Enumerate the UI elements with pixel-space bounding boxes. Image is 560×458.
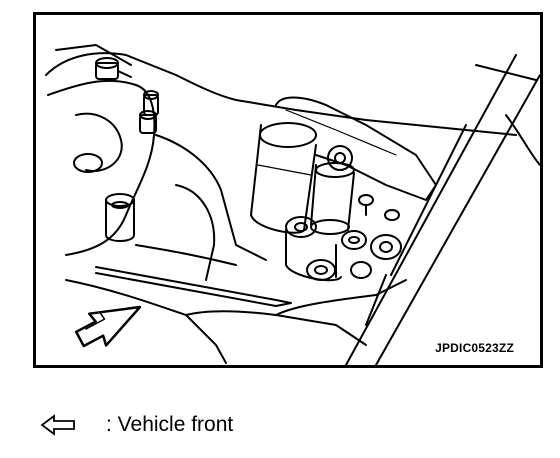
vehicle-front-arrow-icon [74,305,142,348]
actuator-arm [275,96,437,201]
figure-code: JPDIC0523ZZ [435,341,514,355]
legend: : Vehicle front [40,410,233,440]
block-recess [75,112,123,172]
stud-bolts [139,90,159,134]
housing-edge [55,44,132,66]
illustration-frame: JPDIC0523ZZ [33,12,543,368]
small-bolts [358,194,400,221]
upper-bolt [95,57,132,80]
secondary-cylinder [310,162,355,235]
bracket-lower [135,244,237,266]
lower-rib-2 [275,279,407,316]
frame-rails [345,54,540,365]
engine-line-drawing [45,44,540,365]
bracket-edge [155,134,267,261]
mount-bolt [105,193,135,242]
fittings-cluster [285,216,402,282]
block-port [73,153,103,173]
vacuum-rod [95,266,292,307]
upper-housing-outline [45,52,517,136]
bracket-contour [175,184,216,281]
lower-rib [185,310,367,346]
arrow-shading [85,306,137,330]
hollow-left-arrow-icon [40,414,75,436]
actuator-cylinder [250,122,317,234]
engine-block-left [47,79,156,256]
legend-label: : Vehicle front [106,413,234,436]
